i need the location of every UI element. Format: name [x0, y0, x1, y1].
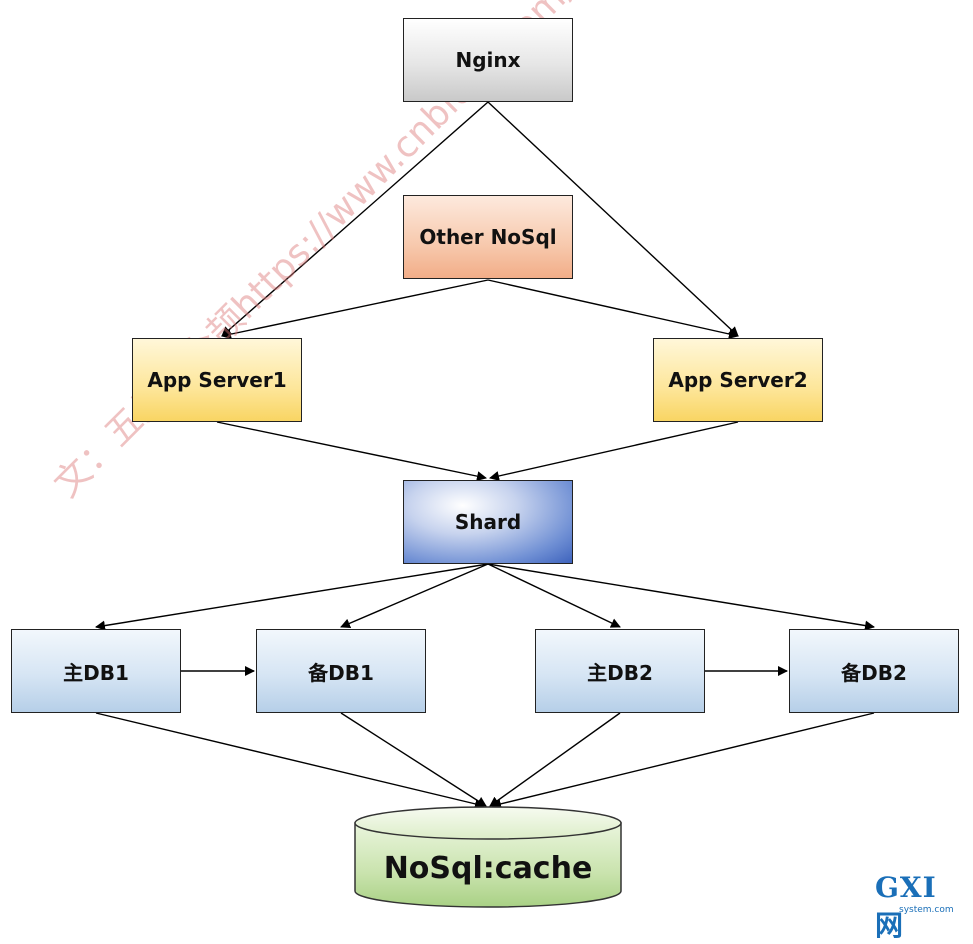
edge-other-app1 [221, 279, 489, 340]
node-app-server1: App Server1 [132, 338, 302, 422]
node-cache-label: NoSql:cache [383, 850, 593, 886]
edge-nginx-app2 [487, 101, 739, 337]
edge-shard-m1 [95, 563, 489, 631]
site-logo: GXI网 system.com [875, 871, 965, 942]
edge-b1-cache [340, 712, 487, 807]
node-backup-db2: 备DB2 [789, 629, 959, 713]
node-shard: Shard [403, 480, 573, 564]
edge-shard-m2 [487, 563, 621, 628]
connector-layer [95, 101, 875, 908]
edge-shard-b1 [340, 563, 489, 629]
edge-app1-shard [216, 421, 487, 482]
cache-cylinder [354, 806, 622, 908]
edge-other-app2 [487, 279, 739, 339]
node-other-nosql: Other NoSql [403, 195, 573, 279]
edge-b2-cache [491, 712, 875, 809]
edge-m2-cache [489, 712, 621, 807]
edge-shard-b2 [487, 563, 875, 631]
edge-app2-shard [489, 421, 739, 481]
node-nginx: Nginx [403, 18, 573, 102]
node-master-db2: 主DB2 [535, 629, 705, 713]
logo-sub-text: system.com [899, 905, 954, 915]
architecture-diagram: 文：五月的仓颉https://www.cnblogs.com/xrq730/p/… [11, 0, 965, 942]
edge-nginx-app1 [221, 101, 489, 337]
node-master-db1: 主DB1 [11, 629, 181, 713]
node-backup-db1: 备DB1 [256, 629, 426, 713]
node-app-server2: App Server2 [653, 338, 823, 422]
edge-m1-cache [95, 712, 485, 809]
